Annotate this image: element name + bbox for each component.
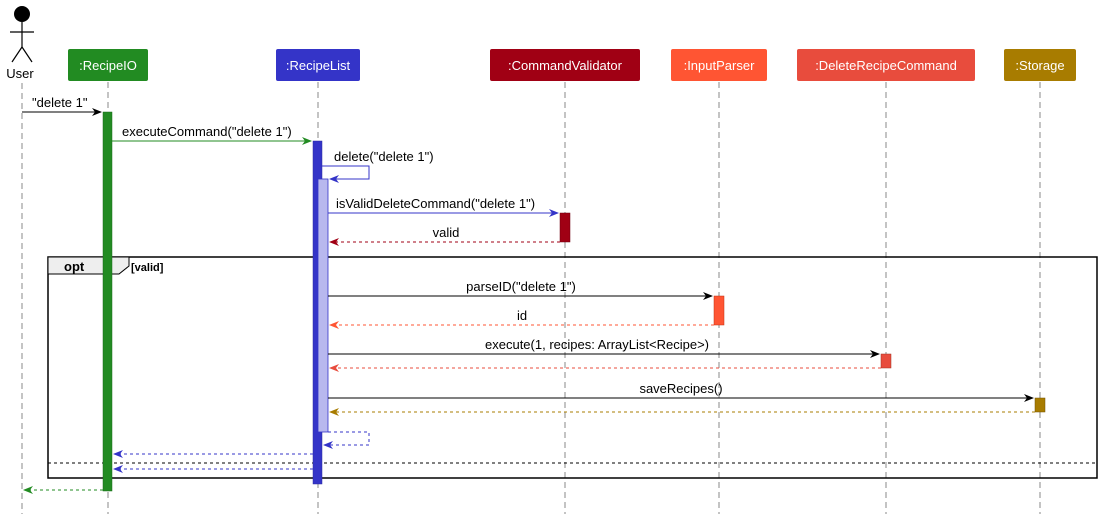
actor-label: User bbox=[6, 66, 34, 81]
activation-validator bbox=[559, 212, 571, 243]
participant-label: :InputParser bbox=[684, 58, 755, 73]
activation-deletecmd bbox=[880, 353, 892, 369]
participant-parser: :InputParser bbox=[671, 49, 767, 81]
activation-recipeio bbox=[102, 111, 113, 492]
participant-label: :RecipeList bbox=[286, 58, 351, 73]
activation-recipelist-nested bbox=[317, 178, 329, 433]
message-label: valid bbox=[433, 225, 460, 240]
return-delete-self bbox=[323, 431, 370, 449]
message-parse-id: parseID("delete 1") bbox=[328, 279, 713, 300]
message-label: saveRecipes() bbox=[639, 381, 722, 396]
participant-recipelist: :RecipeList bbox=[276, 49, 360, 81]
participant-label: :CommandValidator bbox=[508, 58, 623, 73]
participant-label: :DeleteRecipeCommand bbox=[815, 58, 957, 73]
participant-label: :RecipeIO bbox=[79, 58, 137, 73]
message-label: delete("delete 1") bbox=[334, 149, 434, 164]
message-label: id bbox=[517, 308, 527, 323]
return-valid: valid bbox=[329, 225, 560, 246]
message-label: execute(1, recipes: ArrayList<Recipe>) bbox=[485, 337, 709, 352]
fragment-operator: opt bbox=[64, 259, 85, 274]
lifelines bbox=[21, 82, 1041, 514]
message-save-recipes: saveRecipes() bbox=[328, 381, 1034, 402]
message-is-valid-delete: isValidDeleteCommand("delete 1") bbox=[328, 196, 559, 217]
message-label: parseID("delete 1") bbox=[466, 279, 576, 294]
activation-parser bbox=[713, 295, 725, 326]
participant-validator: :CommandValidator bbox=[490, 49, 640, 81]
participant-deletecmd: :DeleteRecipeCommand bbox=[797, 49, 975, 81]
activation-storage bbox=[1034, 397, 1046, 413]
fragment-guard: [valid] bbox=[131, 262, 164, 274]
participant-label: :Storage bbox=[1015, 58, 1064, 73]
message-label: "delete 1" bbox=[32, 95, 88, 110]
user-actor: User bbox=[6, 6, 34, 81]
message-delete-input: "delete 1" bbox=[22, 95, 102, 116]
message-execute: execute(1, recipes: ArrayList<Recipe>) bbox=[328, 337, 880, 358]
message-label: executeCommand("delete 1") bbox=[122, 124, 292, 139]
participant-storage: :Storage bbox=[1004, 49, 1076, 81]
message-label: isValidDeleteCommand("delete 1") bbox=[336, 196, 535, 211]
return-id: id bbox=[329, 308, 714, 329]
message-execute-command: executeCommand("delete 1") bbox=[112, 124, 312, 145]
participant-recipeio: :RecipeIO bbox=[68, 49, 148, 81]
message-delete-self: delete("delete 1") bbox=[322, 149, 434, 183]
